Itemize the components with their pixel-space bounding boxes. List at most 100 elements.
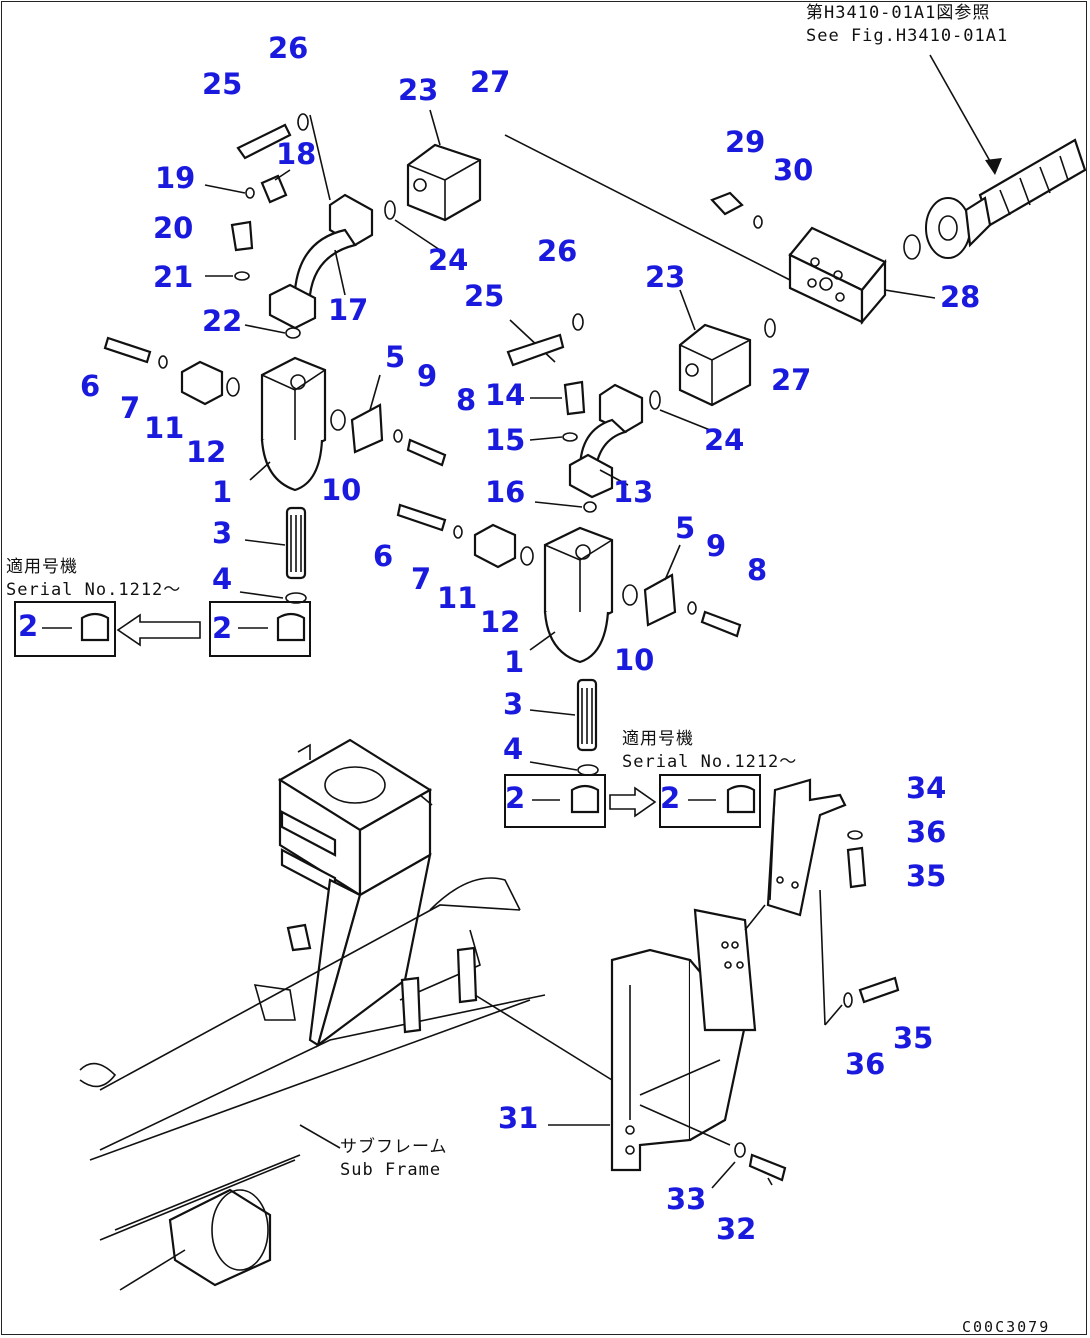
spline-shaft-lower xyxy=(576,678,598,752)
callout-26-lower: 26 xyxy=(537,234,578,268)
callout-2-left-b: 2 xyxy=(212,611,233,645)
callout-12-upper: 12 xyxy=(186,435,227,469)
callout-2-mid-a: 2 xyxy=(505,781,526,815)
callout-2-left-a: 2 xyxy=(18,609,39,643)
callout-25-upper: 25 xyxy=(202,67,243,101)
callout-8-upper: 8 xyxy=(456,383,477,417)
hydraulic-pump-upper xyxy=(406,143,482,222)
block-11b xyxy=(473,523,517,569)
bolt-8b xyxy=(700,610,742,638)
drawing-code: C00C3079 xyxy=(962,1318,1051,1336)
bolt-6b xyxy=(396,503,447,532)
callout-1-lower: 1 xyxy=(504,645,525,679)
leader-23a xyxy=(429,109,441,146)
callout-4-lower: 4 xyxy=(503,732,524,766)
bolt-25b xyxy=(506,333,565,367)
callout-24-upper: 24 xyxy=(428,243,469,277)
serial-note-left-jp: 適用号機 xyxy=(6,557,78,577)
elbow-pipe-lower xyxy=(568,383,644,499)
block-11a xyxy=(180,360,224,406)
callout-34: 34 xyxy=(906,771,947,805)
pump-adapter-block xyxy=(788,226,887,325)
subframe-label-jp: サブフレーム xyxy=(340,1137,448,1157)
callout-7-lower: 7 xyxy=(411,562,432,596)
serial-note-left-en: Serial No.1212～ xyxy=(6,580,182,600)
callout-10-lower: 10 xyxy=(614,643,655,677)
leader-27a xyxy=(504,134,791,281)
callout-15: 15 xyxy=(485,423,526,457)
bolt-20 xyxy=(230,220,254,252)
fitting-18 xyxy=(260,174,288,204)
callout-25-lower: 25 xyxy=(464,279,505,313)
cover-5b xyxy=(643,573,677,627)
callout-21: 21 xyxy=(153,260,194,294)
bracket-31 xyxy=(610,908,757,1172)
callout-5-lower: 5 xyxy=(675,511,696,545)
subframe-label-en: Sub Frame xyxy=(340,1160,442,1180)
callout-36-upper: 36 xyxy=(906,815,947,849)
spline-shaft-upper xyxy=(285,506,307,580)
callout-11-lower: 11 xyxy=(437,581,478,615)
callout-12-lower: 12 xyxy=(480,605,521,639)
callout-2-mid-b: 2 xyxy=(660,781,681,815)
callout-29: 29 xyxy=(725,125,766,159)
callout-24-lower: 24 xyxy=(704,423,745,457)
plug-29 xyxy=(710,191,744,216)
ref-note-jp: 第H3410-01A1図参照 xyxy=(806,3,991,23)
callout-28: 28 xyxy=(940,280,981,314)
callout-27-lower: 27 xyxy=(771,363,812,397)
callout-23-upper: 23 xyxy=(398,73,439,107)
mounting-tower xyxy=(277,738,433,1048)
ref-arrow-head xyxy=(985,158,1002,175)
swivel-housing-lower xyxy=(543,526,638,664)
callout-9-lower: 9 xyxy=(706,529,727,563)
serial-box-mid xyxy=(504,774,761,828)
callout-11-upper: 11 xyxy=(144,411,185,445)
bolt-35b xyxy=(858,976,900,1004)
bolt-32 xyxy=(748,1153,787,1182)
callout-7-upper: 7 xyxy=(120,391,141,425)
ref-note-en: See Fig.H3410-01A1 xyxy=(806,26,1009,46)
callout-23-lower: 23 xyxy=(645,260,686,294)
callout-35-lower: 35 xyxy=(893,1021,934,1055)
bolt-14 xyxy=(563,380,586,416)
callout-14: 14 xyxy=(485,378,526,412)
bolt-6a xyxy=(103,336,152,364)
serial-box-left xyxy=(14,601,311,657)
callout-10-upper: 10 xyxy=(321,473,362,507)
callout-18: 18 xyxy=(276,137,317,171)
callout-3-lower: 3 xyxy=(503,687,524,721)
callout-20: 20 xyxy=(153,211,194,245)
callout-31: 31 xyxy=(498,1101,539,1135)
ref-arrow-line xyxy=(929,54,996,171)
cover-5a xyxy=(350,403,384,454)
bolt-35a xyxy=(846,846,867,889)
callout-13: 13 xyxy=(613,475,654,509)
callout-27-upper: 27 xyxy=(470,65,511,99)
bolt-8a xyxy=(406,438,447,467)
serial-note-mid-jp: 適用号機 xyxy=(622,729,694,749)
callout-36-lower: 36 xyxy=(845,1047,886,1081)
serial-note-mid-en: Serial No.1212～ xyxy=(622,752,798,772)
callout-33: 33 xyxy=(666,1182,707,1216)
callout-19: 19 xyxy=(155,161,196,195)
callout-5-upper: 5 xyxy=(385,340,406,374)
callout-32: 32 xyxy=(716,1212,757,1246)
callout-9-upper: 9 xyxy=(417,359,438,393)
callout-4-upper: 4 xyxy=(212,562,233,596)
callout-35-upper: 35 xyxy=(906,859,947,893)
callout-16: 16 xyxy=(485,475,526,509)
callout-30: 30 xyxy=(773,153,814,187)
callout-8-lower: 8 xyxy=(747,553,768,587)
leader-subframe xyxy=(299,1124,341,1149)
hydraulic-pump-lower xyxy=(678,323,752,407)
swivel-housing-upper xyxy=(260,356,346,492)
callout-6-lower: 6 xyxy=(373,539,394,573)
callout-1-upper: 1 xyxy=(212,475,233,509)
leader-28 xyxy=(884,289,936,299)
callout-17: 17 xyxy=(328,293,369,327)
drive-shaft xyxy=(903,138,1087,260)
elbow-pipe-upper xyxy=(268,193,374,330)
